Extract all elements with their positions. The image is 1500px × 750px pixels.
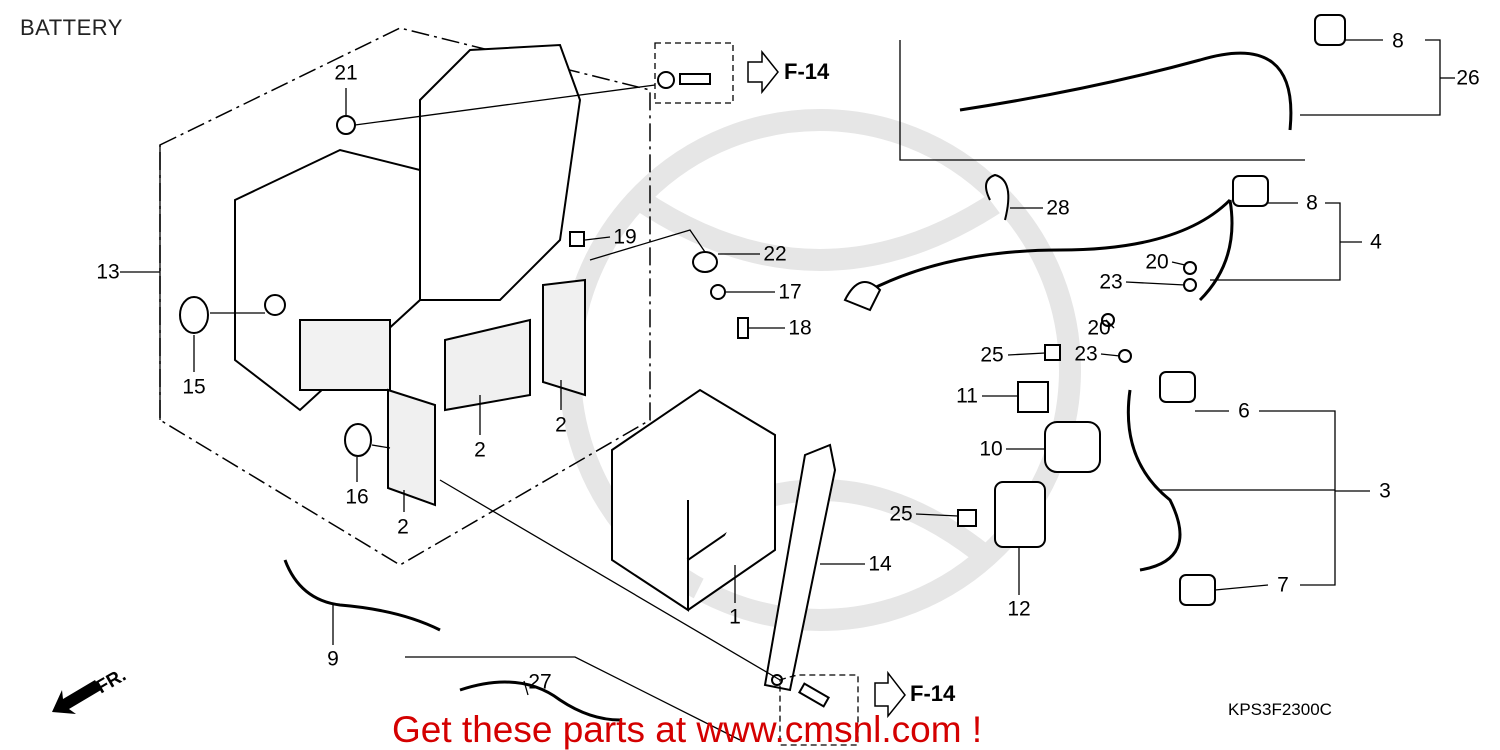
callout-12[interactable]: 12 [1007, 597, 1031, 621]
callout-3[interactable]: 3 [1379, 479, 1391, 503]
diagram-code: KPS3F2300C [1228, 700, 1332, 719]
reference-boxes [654, 42, 859, 746]
callout-23[interactable]: 23 [1074, 342, 1098, 366]
callout-17[interactable]: 17 [778, 280, 802, 304]
callout-20[interactable]: 20 [1145, 250, 1169, 274]
reference-link-f14-bottom[interactable]: F-14 [910, 681, 956, 706]
callout-27[interactable]: 27 [528, 670, 552, 694]
callout-9[interactable]: 9 [327, 647, 339, 671]
pads [387, 278, 586, 507]
callout-25[interactable]: 25 [980, 343, 1004, 367]
callout-28[interactable]: 28 [1046, 196, 1070, 220]
diagram-title: BATTERY [20, 15, 123, 40]
front-arrow-icon [52, 680, 101, 714]
callout-7[interactable]: 7 [1277, 573, 1289, 597]
callout-14[interactable]: 14 [868, 552, 892, 576]
callout-18[interactable]: 18 [788, 316, 812, 340]
callout-16[interactable]: 16 [345, 485, 369, 509]
callout-13[interactable]: 13 [96, 260, 120, 284]
battery [611, 388, 776, 612]
callout-1[interactable]: 1 [729, 605, 741, 629]
callout-25[interactable]: 25 [889, 502, 913, 526]
callout-19[interactable]: 19 [613, 225, 637, 249]
ref-arrows [747, 49, 906, 719]
small-parts [179, 14, 1346, 708]
callout-20[interactable]: 20 [1087, 316, 1111, 340]
reference-link-f14-top[interactable]: F-14 [784, 59, 830, 84]
callout-15[interactable]: 15 [182, 375, 206, 399]
callout-8[interactable]: 8 [1306, 191, 1318, 215]
battery-box [234, 43, 582, 412]
cables [283, 51, 1293, 722]
case-boundary [159, 27, 651, 566]
callout-4[interactable]: 4 [1370, 230, 1382, 254]
callout-2[interactable]: 2 [474, 438, 486, 462]
callout-2[interactable]: 2 [397, 515, 409, 539]
callout-6[interactable]: 6 [1238, 399, 1250, 423]
callout-23[interactable]: 23 [1099, 270, 1123, 294]
callout-26[interactable]: 26 [1456, 66, 1480, 90]
shop-watermark-link[interactable]: Get these parts at www.cmsnl.com ! [392, 709, 983, 750]
callout-8[interactable]: 8 [1392, 29, 1404, 53]
leader-lines [120, 39, 1455, 741]
callout-22[interactable]: 22 [763, 242, 787, 266]
callout-11[interactable]: 11 [956, 384, 978, 408]
callout-21[interactable]: 21 [334, 61, 358, 85]
callout-10[interactable]: 10 [979, 437, 1003, 461]
callout-2[interactable]: 2 [555, 413, 567, 437]
